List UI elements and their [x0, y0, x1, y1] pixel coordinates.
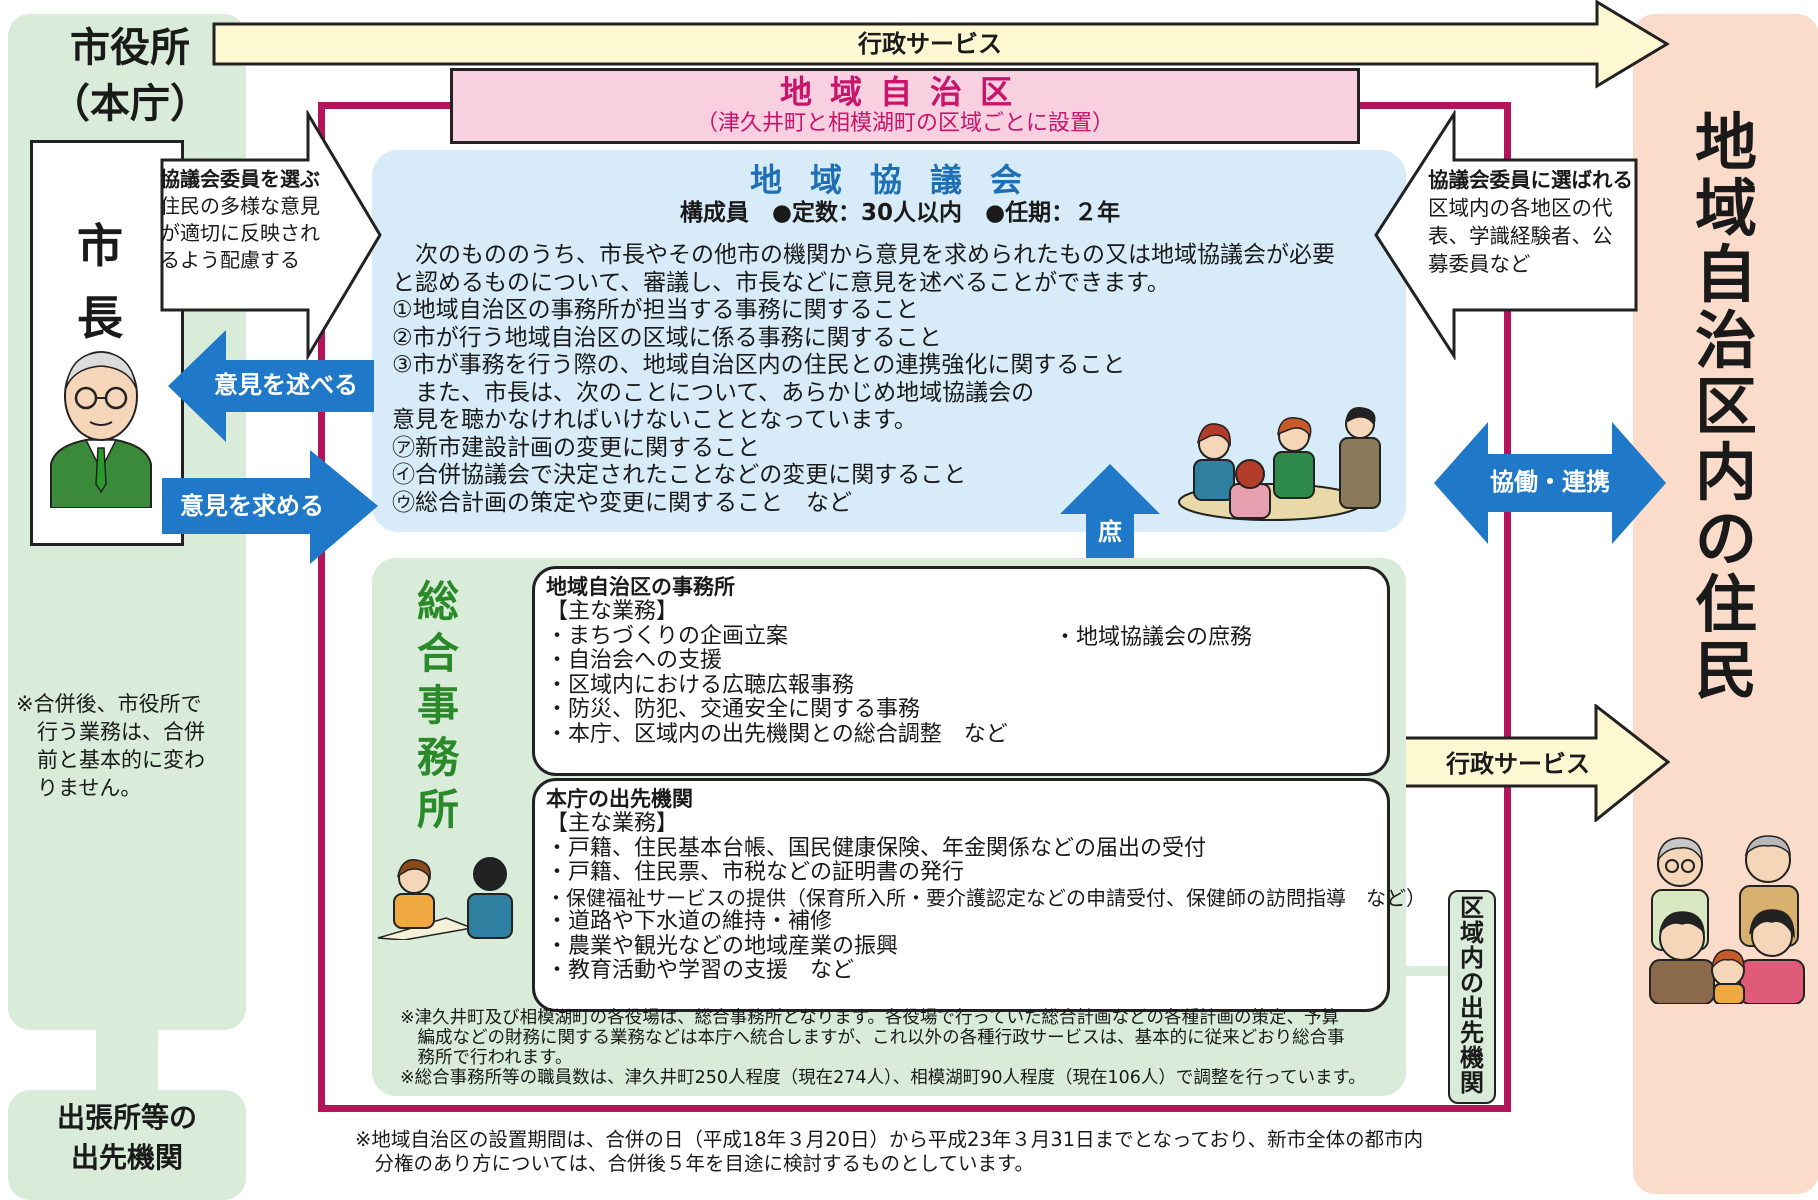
- admin-service-label: 行政サービス: [1446, 750, 1590, 778]
- council-title: 地域協議会: [749, 161, 1050, 199]
- seek-opinion-label: 意見を求める: [180, 492, 324, 520]
- branch-offices-label: 出張所等の 出先機関: [56, 1101, 197, 1174]
- city-hall-title: 市役所 （本庁）: [50, 25, 210, 127]
- left-note: ※合併後、市役所で 行う業務は、合併 前と基本的に変わ りません。: [16, 692, 205, 800]
- general-affairs-arrow: [1060, 464, 1160, 610]
- branch-offices-panel: [8, 1090, 246, 1200]
- main-office-branch-box: [532, 778, 1390, 1012]
- mayor-illustration: [50, 351, 152, 508]
- in-ward-branch-connector: [1406, 966, 1450, 976]
- ward-office-content: 地域自治区の事務所 【主な業務】 ・まちづくりの企画立案 ・自治会への支援 ・区…: [546, 574, 1366, 747]
- mayor-label: 市 長: [77, 219, 123, 345]
- ward-office-extra-item: ・地域協議会の庶務: [1054, 625, 1253, 650]
- regional-ward-header: 地域自治区 （津久井町と相模湖町の区域ごとに設置）: [450, 68, 1360, 144]
- branch-connector: [96, 1030, 158, 1090]
- cooperation-arrow: [1434, 422, 1666, 544]
- general-office-label: 総 合 事 務 所: [416, 577, 459, 834]
- state-opinion-label: 意見を述べる: [214, 371, 358, 399]
- ward-office-title: 地域自治区の事務所: [546, 575, 735, 599]
- top-admin-service-arrow: [212, 0, 1670, 89]
- chosen-members-text: 協議会委員に選ばれる 区域内の各地区の代 表、学識経験者、公 募委員など: [1428, 166, 1638, 278]
- council-meeting-illustration: [1178, 407, 1381, 521]
- ward-office-box: [532, 566, 1390, 776]
- seek-opinion-arrow: [162, 450, 378, 564]
- chosen-members-title: 協議会委員に選ばれる: [1428, 168, 1633, 192]
- cooperation-label: 協働・連携: [1490, 468, 1610, 496]
- top-admin-service-label: 行政サービス: [858, 30, 1002, 58]
- select-members-text: 協議会委員を選ぶ 住民の多様な意見 が適切に反映され るよう配慮する: [160, 166, 350, 274]
- regional-ward-subtitle: （津久井町と相模湖町の区域ごとに設置）: [695, 111, 1114, 136]
- admin-service-arrow: [1398, 704, 1671, 822]
- chosen-members-arrow: [1374, 110, 1638, 360]
- council-subtitle: 構成員 ●定数：30人以内 ●任期：２年: [679, 200, 1121, 226]
- in-ward-branch-label: 区 域 内 の 出 先 機 関: [1460, 894, 1484, 1097]
- bottom-note: ※地域自治区の設置期間は、合併の日（平成18年３月20日）から平成23年３月31…: [355, 1128, 1424, 1175]
- residents-family-illustration: [1649, 835, 1805, 1004]
- counter-service-illustration: [377, 857, 513, 940]
- council-description: 次のもののうち、市長やその他市の機関から意見を求められたもの又は地域協議会が必要…: [392, 242, 1335, 516]
- regional-ward-title: 地域自治区: [779, 73, 1030, 111]
- main-office-branch-title: 本庁の出先機関: [546, 787, 693, 811]
- residents-title: 地 域 自 治 区 内 の 住 民: [1694, 106, 1757, 707]
- state-opinion-arrow: [168, 330, 374, 442]
- in-ward-branch-box: [1448, 890, 1496, 1104]
- select-members-arrow: [160, 110, 382, 360]
- select-members-title: 協議会委員を選ぶ: [160, 167, 320, 191]
- main-office-branch-content: 本庁の出先機関 【主な業務】 ・戸籍、住民基本台帳、国民健康保険、年金関係などの…: [546, 787, 1426, 983]
- general-office-notes: ※津久井町及び相模湖町の各役場は、総合事務所となります。各役場で行っていた総合計…: [400, 1008, 1366, 1088]
